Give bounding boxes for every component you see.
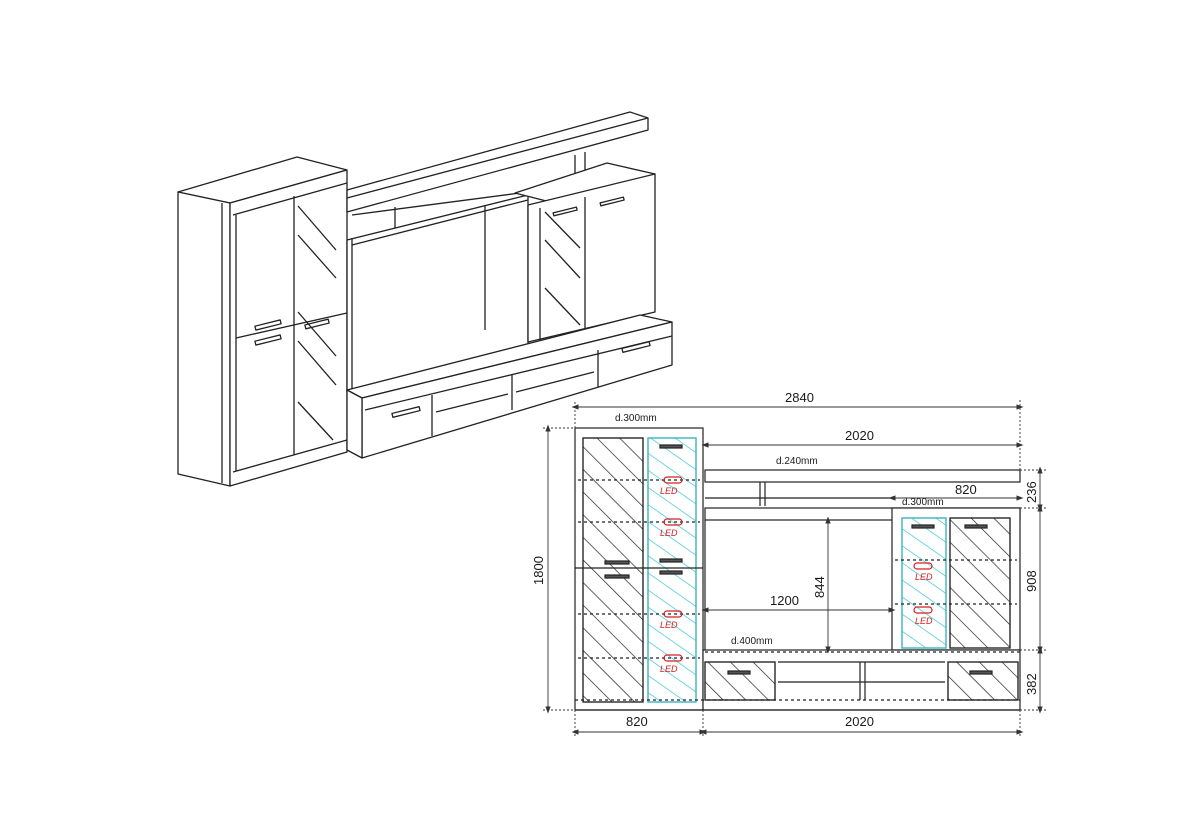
dim-right-cabinet-height: 908: [1024, 570, 1039, 592]
led-marker: LED: [660, 654, 683, 674]
top-shelf: [704, 469, 1021, 483]
svg-text:LED: LED: [915, 572, 933, 582]
depth-base: d.400mm: [731, 636, 773, 647]
dimension-lines: [543, 400, 1046, 738]
led-marker: LED: [913, 562, 933, 582]
svg-text:LED: LED: [915, 616, 933, 626]
depth-right-cabinet: d.300mm: [902, 497, 944, 508]
led-marker: LED: [660, 476, 683, 496]
led-markers: LED LED LED LED LED LED: [660, 476, 933, 674]
dimension-labels: 2840 2020 820 1200 844 1800 236 908 382 …: [531, 390, 1039, 729]
led-marker: LED: [660, 518, 683, 538]
depth-tall-cabinet: d.300mm: [615, 413, 657, 424]
front-elevation: [574, 427, 1021, 711]
svg-text:LED: LED: [660, 528, 678, 538]
dim-opening-width: 1200: [770, 593, 799, 608]
dim-total-width: 2840: [785, 390, 814, 405]
dim-top-right-width: 2020: [845, 428, 874, 443]
dim-bottom-left-width: 820: [626, 714, 648, 729]
dim-base-height: 382: [1024, 673, 1039, 695]
depth-top-shelf: d.240mm: [776, 456, 818, 467]
svg-text:LED: LED: [660, 486, 678, 496]
glass-door-right: [901, 517, 947, 649]
led-marker: LED: [660, 610, 683, 630]
isometric-view: [177, 111, 673, 487]
dim-bottom-right-width: 2020: [845, 714, 874, 729]
dim-total-height: 1800: [531, 556, 546, 585]
dim-opening-height: 844: [812, 576, 827, 598]
svg-text:LED: LED: [660, 664, 678, 674]
dim-top-shelf-small-width: 820: [955, 482, 977, 497]
svg-text:LED: LED: [660, 620, 678, 630]
dim-top-shelf-height: 236: [1024, 481, 1039, 503]
led-marker: LED: [913, 606, 933, 626]
